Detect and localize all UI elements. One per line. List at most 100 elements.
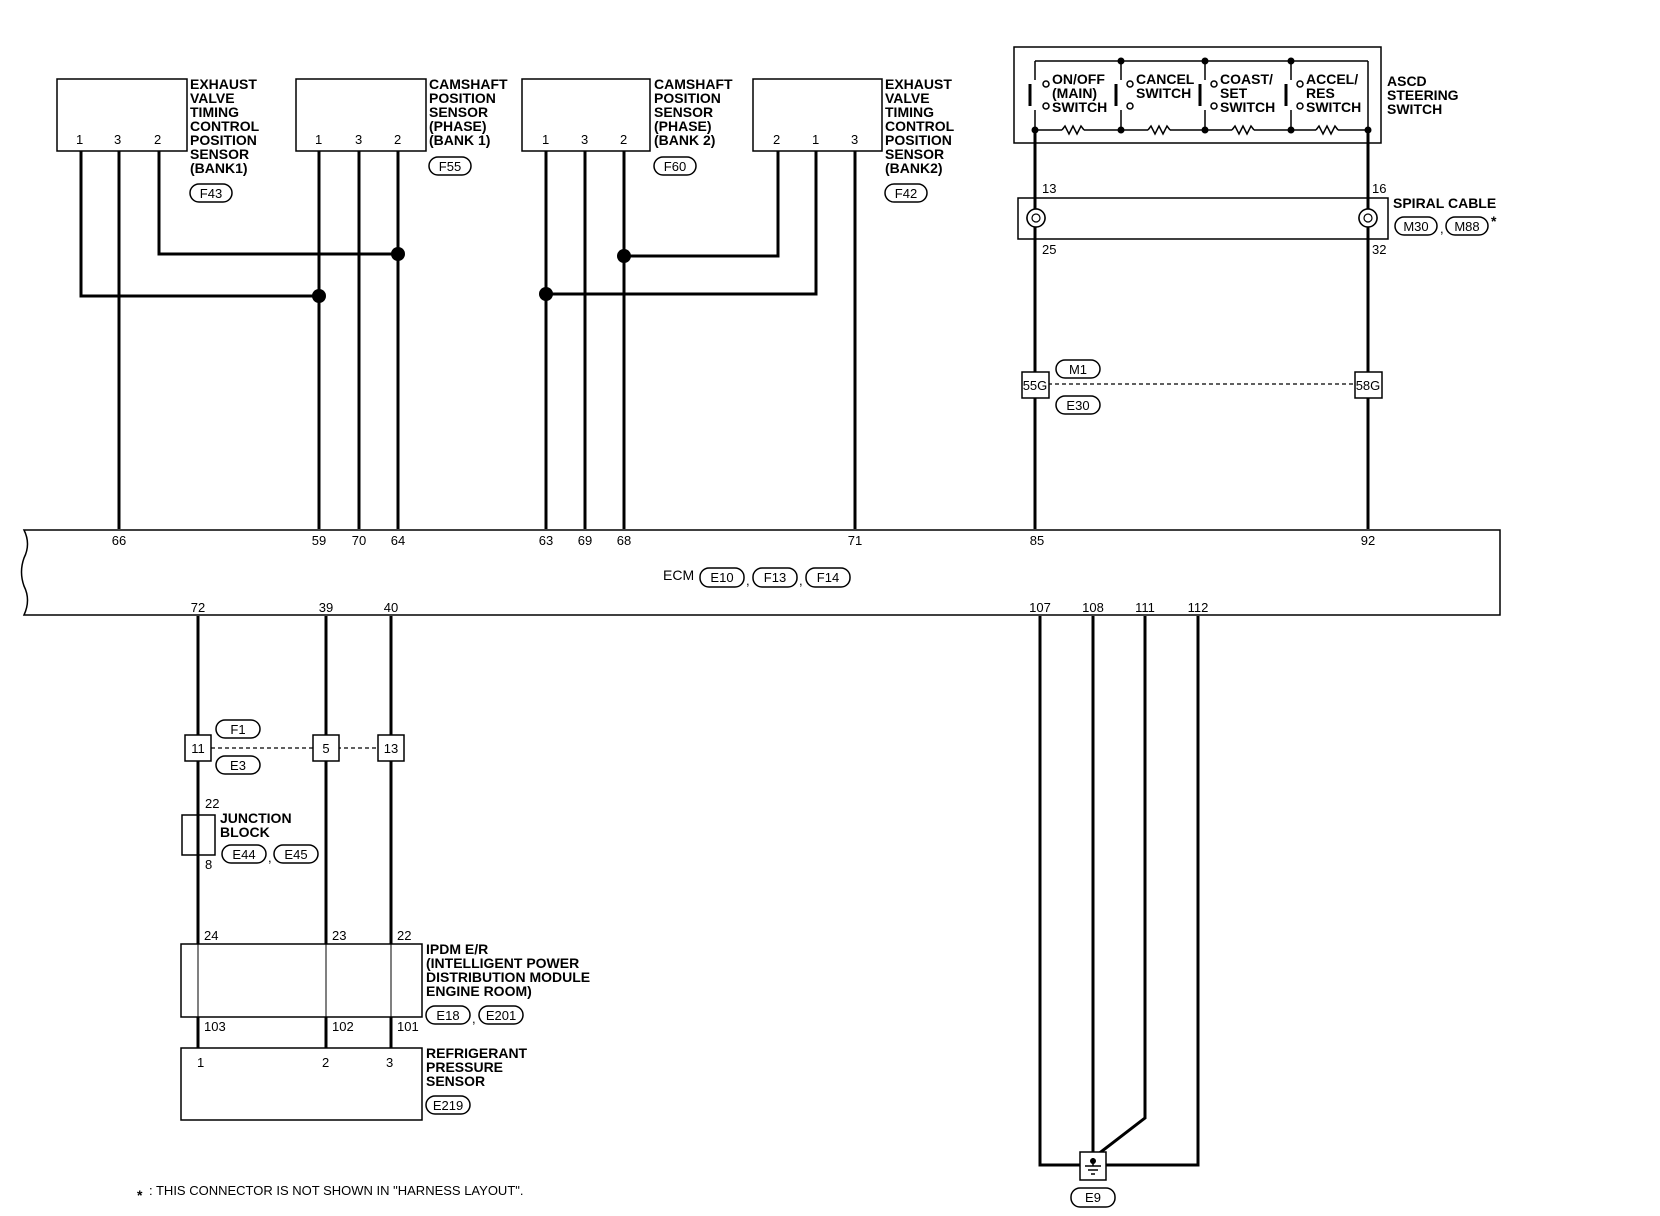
- ipdm-label-line: DISTRIBUTION MODULE: [426, 969, 590, 985]
- evt-bank1-box: [56, 78, 188, 152]
- connector-badge: [478, 1005, 524, 1025]
- ground-icon: [1085, 1158, 1101, 1175]
- evt-bank1-label-line: SENSOR: [190, 146, 249, 162]
- ipdm-label-line: (INTELLIGENT POWER: [426, 955, 579, 971]
- joint-pin: 5: [322, 741, 329, 756]
- evt-bank1-pin-3: 3: [114, 132, 121, 147]
- evt-bank1-label: EXHAUST VALVE TIMING CONTROL POSITION SE…: [190, 76, 260, 176]
- cam-bank1-box: [295, 78, 427, 152]
- wire: [1092, 616, 1200, 1167]
- connector-badge: [653, 156, 697, 176]
- ipdm-pin: 22: [397, 928, 411, 943]
- connector-badge: [752, 567, 798, 588]
- connector-id: E10: [710, 570, 733, 585]
- ascd-switch-label: (MAIN): [1052, 85, 1097, 101]
- junction-pin: 8: [205, 857, 212, 872]
- refrig-label-line: REFRIGERANT: [426, 1045, 528, 1061]
- junction-label-line: JUNCTION: [220, 810, 292, 826]
- cam-bank1-label-line: CAMSHAFT: [429, 76, 508, 92]
- connector-sep: ,: [746, 573, 750, 588]
- connector-id: F14: [817, 570, 839, 585]
- refrig-pin: 1: [197, 1055, 204, 1070]
- connector-id: E9: [1085, 1190, 1101, 1205]
- joint-pin-box: [184, 734, 212, 762]
- spiral-pin: 32: [1372, 242, 1386, 257]
- spiral-pin: 25: [1042, 242, 1056, 257]
- connector-badge: [1055, 359, 1101, 379]
- ecm-pin: 64: [391, 533, 405, 548]
- cam-bank2-label-line: SENSOR: [654, 104, 713, 120]
- connector-id: F43: [200, 186, 222, 201]
- wire: [546, 151, 818, 296]
- ground-e9: E9: [1070, 1151, 1116, 1208]
- joint-pin: 11: [191, 741, 205, 756]
- ecm-pin: 40: [384, 600, 398, 615]
- joint-pin-box: [1354, 371, 1383, 399]
- refrig-pin: 3: [386, 1055, 393, 1070]
- evt-bank1-label-line: TIMING: [190, 104, 239, 120]
- connector-badge: [884, 183, 928, 203]
- cam-bank1-label-line: SENSOR: [429, 104, 488, 120]
- evt-bank2-label-line: CONTROL: [885, 118, 955, 134]
- joint-m1-e30: 55G 58G M1 E30: [1021, 359, 1383, 415]
- evt-bank2-label-line: VALVE: [885, 90, 930, 106]
- ascd-switch-label: ACCEL/: [1306, 71, 1358, 87]
- refrig-label-line: SENSOR: [426, 1073, 485, 1089]
- cam-bank2-label-line: (PHASE): [654, 118, 712, 134]
- joint-pin-box: [1021, 371, 1050, 399]
- ipdm-pin: 101: [397, 1019, 419, 1034]
- ecm-pin: 59: [312, 533, 326, 548]
- ascd-label-line: STEERING: [1387, 87, 1459, 103]
- ipdm-pin: 102: [332, 1019, 354, 1034]
- evt-bank2-label-line: SENSOR: [885, 146, 944, 162]
- ascd-switch-label: SWITCH: [1306, 99, 1361, 115]
- ecm-label: ECM: [663, 567, 694, 583]
- cam-bank2-pin-3: 3: [581, 132, 588, 147]
- footnote-star: *: [137, 1187, 143, 1203]
- wires-bottom: [196, 616, 1200, 1167]
- junction-pin: 22: [205, 796, 219, 811]
- ecm-pin: 66: [112, 533, 126, 548]
- ascd-switch-symbols: [1028, 80, 1304, 110]
- cam-bank2-label-line: POSITION: [654, 90, 721, 106]
- cam-bank1-pin-2: 2: [394, 132, 401, 147]
- refrig-pin: 2: [322, 1055, 329, 1070]
- ecm-pin: 72: [191, 600, 205, 615]
- ascd-switch-label: CANCEL: [1136, 71, 1195, 87]
- ascd-switch-label: RES: [1306, 85, 1335, 101]
- ipdm-label-line: ENGINE ROOM): [426, 983, 532, 999]
- ascd-steering-switch: ON/OFF (MAIN) SWITCH CANCEL SWITCH COAST…: [1013, 46, 1459, 144]
- connector-id: E219: [433, 1098, 463, 1113]
- wire: [1038, 616, 1092, 1167]
- ascd-switch-label: SWITCH: [1136, 85, 1191, 101]
- spiral-box: [1017, 197, 1389, 240]
- connector-id: M1: [1069, 362, 1087, 377]
- ecm-pin: 112: [1188, 600, 1209, 615]
- cam-bank2-label-line: CAMSHAFT: [654, 76, 733, 92]
- ecm-pin: 92: [1361, 533, 1375, 548]
- cam-bank2-pin-1: 1: [542, 132, 549, 147]
- evt-bank1-label-line: (BANK1): [190, 160, 248, 176]
- ecm-pin: 69: [578, 533, 592, 548]
- cam-bank2-pin-2: 2: [620, 132, 627, 147]
- ipdm-pin: 103: [204, 1019, 226, 1034]
- ecm-pin: 39: [319, 600, 333, 615]
- connector-id: E30: [1066, 398, 1089, 413]
- spiral-label: SPIRAL CABLE: [1393, 195, 1496, 211]
- connector-badge: [215, 755, 261, 775]
- evt-bank2-sensor: 2 1 3 EXHAUST VALVE TIMING CONTROL POSIT…: [752, 76, 955, 203]
- evt-bank1-label-line: EXHAUST: [190, 76, 257, 92]
- ipdm-pin: 23: [332, 928, 346, 943]
- cam-bank1-label-line: (PHASE): [429, 118, 487, 134]
- ecm: 66 59 70 64 63 69 68 71 85 92 ECM E10 , …: [20, 529, 1501, 616]
- connector-badge: [273, 844, 319, 864]
- wires-top: [79, 130, 1370, 529]
- connector-badge: [425, 1095, 471, 1115]
- connector-id: E45: [284, 847, 307, 862]
- refrigerant-pressure-sensor: 1 2 3 REFRIGERANT PRESSURE SENSOR E219: [180, 1045, 528, 1121]
- ascd-switch-label: SET: [1220, 85, 1248, 101]
- evt-bank2-box: [752, 78, 883, 152]
- connector-badge: [699, 567, 745, 588]
- splice-dot: [391, 247, 405, 261]
